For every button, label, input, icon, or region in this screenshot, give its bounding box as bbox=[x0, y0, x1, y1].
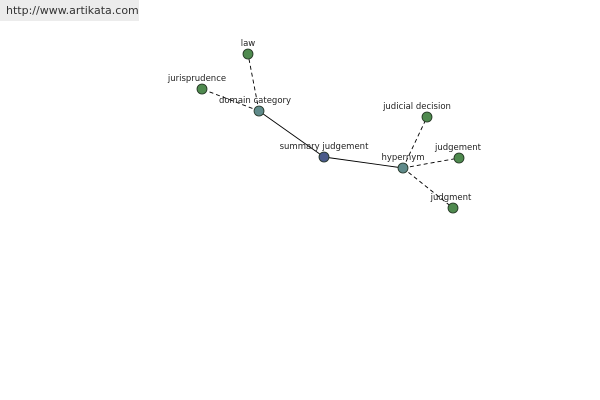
edge-domain-category-to-jurisprudence bbox=[201, 88, 260, 112]
node-label-jurisprudence[interactable]: jurisprudence bbox=[167, 74, 226, 84]
node-judgment[interactable] bbox=[447, 202, 459, 214]
node-label-judgement[interactable]: judgement bbox=[434, 143, 482, 153]
node-judicial-decision[interactable] bbox=[421, 111, 433, 123]
node-domain-category[interactable] bbox=[253, 105, 265, 117]
node-label-judgment[interactable]: judgment bbox=[430, 193, 472, 203]
node-summary-judgement[interactable] bbox=[318, 151, 330, 163]
node-law[interactable] bbox=[242, 48, 254, 60]
node-label-hypernym[interactable]: hypernym bbox=[381, 153, 424, 163]
node-judgement[interactable] bbox=[453, 152, 465, 164]
node-label-law[interactable]: law bbox=[241, 39, 256, 49]
node-hypernym[interactable] bbox=[397, 162, 409, 174]
node-label-domain-category[interactable]: domain category bbox=[219, 96, 291, 106]
node-jurisprudence[interactable] bbox=[196, 83, 208, 95]
site-watermark: http://www.artikata.com bbox=[0, 0, 139, 21]
edge-domain-category-to-law bbox=[247, 53, 260, 112]
edge-summary-judgement-to-hypernym bbox=[323, 156, 404, 169]
node-label-judicial-decision[interactable]: judicial decision bbox=[382, 102, 451, 112]
edge-hypernym-to-judgement bbox=[402, 157, 460, 169]
edge-hypernym-to-judicial-decision bbox=[402, 116, 428, 169]
edge-hypernym-to-judgment bbox=[402, 167, 454, 209]
node-label-summary-judgement[interactable]: summary judgement bbox=[280, 142, 369, 152]
edge-summary-judgement-to-domain-category bbox=[258, 110, 325, 158]
